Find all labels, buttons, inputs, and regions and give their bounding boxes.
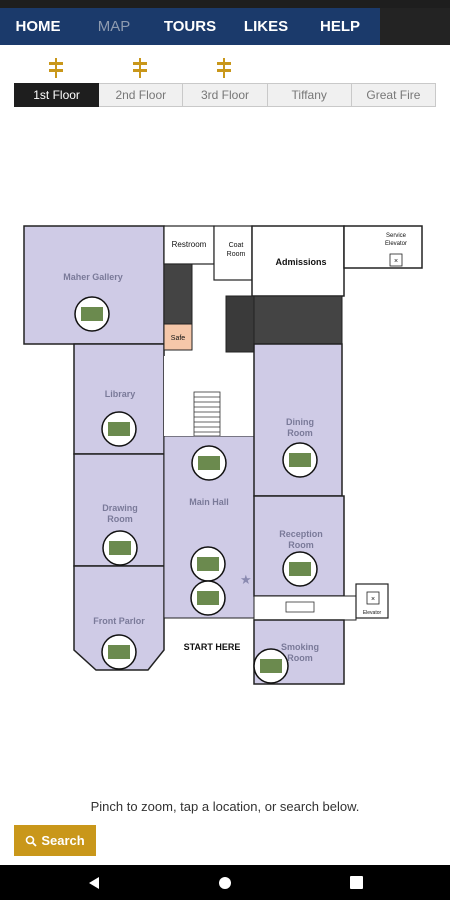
room-label-reception-1: Reception [279, 529, 323, 539]
top-nav: HOME MAP TOURS LIKES HELP [0, 8, 380, 45]
room-label-reception-2: Room [288, 540, 314, 550]
svg-text:×: × [371, 596, 375, 603]
room-label-maher-gallery: Maher Gallery [63, 272, 123, 282]
back-icon [89, 876, 99, 889]
system-nav-bar [0, 865, 450, 900]
artwork-thumbnail-icon[interactable] [253, 648, 289, 684]
artwork-thumbnail-icon[interactable] [101, 411, 137, 447]
room-label-coat-1: Coat [229, 242, 244, 249]
recents-button[interactable] [336, 865, 376, 900]
room-label-safe: Safe [171, 335, 186, 342]
artwork-thumbnail-icon[interactable] [282, 442, 318, 478]
star-icon: ★ [240, 572, 252, 587]
room-label-front-parlor: Front Parlor [93, 616, 145, 626]
artwork-thumbnail-icon[interactable] [102, 530, 138, 566]
room-label-dining-1: Dining [286, 417, 314, 427]
search-button[interactable]: Search [14, 825, 96, 856]
floor-tabs: 1st Floor 2nd Floor 3rd Floor Tiffany Gr… [14, 83, 437, 107]
room-label-service-2: Elevator [385, 241, 407, 247]
nav-likes[interactable]: LIKES [243, 18, 289, 35]
nav-help[interactable]: HELP [319, 18, 360, 35]
room-label-restroom: Restroom [172, 240, 207, 249]
back-button[interactable] [74, 865, 114, 900]
start-here-label: START HERE [184, 642, 241, 652]
floor-plan-map[interactable]: Maher Gallery Library Drawing Room Front… [0, 210, 450, 690]
room-label-drawing-1: Drawing [102, 503, 138, 513]
tab-1st-floor[interactable]: 1st Floor [14, 83, 100, 107]
artwork-thumbnail-icon[interactable] [282, 551, 318, 587]
nav-tours[interactable]: TOURS [163, 18, 217, 35]
floor-marker-icon [217, 58, 231, 78]
nav-home[interactable]: HOME [15, 18, 61, 35]
artwork-thumbnail-icon[interactable] [101, 634, 137, 670]
home-icon [219, 876, 231, 889]
svg-text:×: × [394, 258, 398, 265]
tab-tiffany[interactable]: Tiffany [267, 83, 352, 107]
room-label-coat-2: Room [227, 251, 246, 258]
room-label-library: Library [105, 389, 136, 399]
tab-2nd-floor[interactable]: 2nd Floor [99, 83, 184, 107]
staircase [193, 391, 221, 437]
room-label-elevator: Elevator [363, 610, 382, 616]
room-safe[interactable] [163, 323, 193, 351]
room-label-service-1: Service [386, 233, 407, 239]
map-hint-text: Pinch to zoom, tap a location, or search… [90, 799, 360, 814]
artwork-thumbnail-icon[interactable] [190, 546, 226, 582]
tab-3rd-floor[interactable]: 3rd Floor [183, 83, 268, 107]
nav-map[interactable]: MAP [97, 18, 131, 35]
room-label-main-hall: Main Hall [189, 497, 229, 507]
search-icon [26, 835, 37, 847]
artwork-thumbnail-icon[interactable] [190, 580, 226, 616]
artwork-thumbnail-icon[interactable] [74, 296, 110, 332]
artwork-thumbnail-icon[interactable] [191, 445, 227, 481]
home-button[interactable] [205, 865, 245, 900]
room-drawing-room[interactable] [73, 453, 165, 567]
status-bar [0, 0, 450, 8]
room-restroom[interactable] [163, 225, 215, 265]
room-service-elevator[interactable] [343, 225, 423, 269]
tab-great-fire[interactable]: Great Fire [351, 83, 437, 107]
room-label-smoking-1: Smoking [281, 642, 319, 652]
recents-icon [349, 876, 363, 889]
room-label-drawing-2: Room [107, 514, 133, 524]
room-label-admissions: Admissions [275, 257, 326, 267]
search-button-label: Search [41, 833, 85, 848]
floor-marker-icon [49, 58, 63, 78]
nav-spacer [380, 8, 450, 45]
floor-marker-icon [133, 58, 147, 78]
room-label-smoking-2: Room [287, 653, 313, 663]
room-label-dining-2: Room [287, 428, 313, 438]
